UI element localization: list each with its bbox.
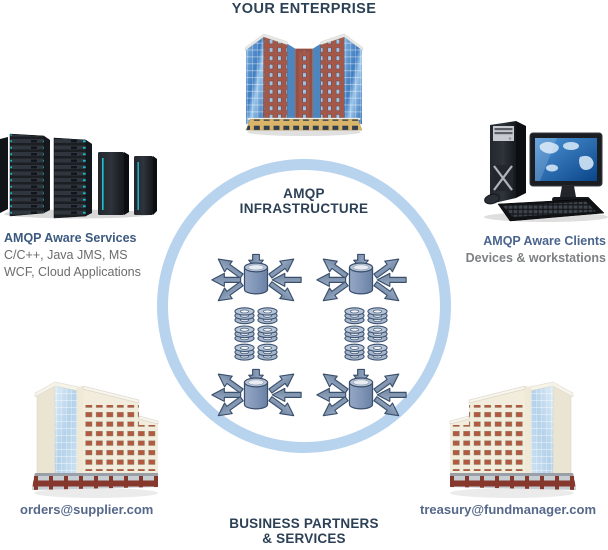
message-broker-icon bbox=[313, 252, 409, 302]
clients-heading: AMQP Aware Clients bbox=[483, 234, 606, 248]
caption-line1: BUSINESS PARTNERS bbox=[229, 516, 379, 531]
message-broker-icon bbox=[208, 367, 304, 417]
services-detail-1: C/C++, Java JMS, MS bbox=[4, 248, 128, 262]
services-label-block: AMQP Aware Services C/C++, Java JMS, MS … bbox=[4, 230, 141, 280]
server-racks-illustration bbox=[0, 125, 158, 220]
enterprise-title: YOUR ENTERPRISE bbox=[231, 1, 377, 17]
supplier-building-illustration bbox=[20, 372, 162, 500]
message-broker-icon bbox=[313, 367, 409, 417]
message-broker-icon bbox=[208, 252, 304, 302]
clients-label-block: AMQP Aware Clients Devices & workstation… bbox=[466, 233, 606, 267]
infrastructure-title-line2: INFRASTRUCTURE bbox=[239, 201, 369, 216]
message-queue-stack-icon bbox=[233, 306, 279, 360]
services-heading: AMQP Aware Services bbox=[4, 231, 137, 245]
caption-line2: & SERVICES bbox=[262, 531, 346, 546]
infrastructure-title-line1: AMQP bbox=[283, 186, 325, 201]
workstation-illustration bbox=[468, 113, 608, 226]
fundmanager-building-illustration bbox=[446, 372, 588, 500]
message-queue-stack-icon bbox=[343, 306, 389, 360]
business-partners-caption: BUSINESS PARTNERS & SERVICES bbox=[0, 516, 608, 546]
fundmanager-email-label: treasury@fundmanager.com bbox=[420, 502, 596, 517]
amqp-infrastructure-ring bbox=[157, 159, 451, 453]
services-detail-2: WCF, Cloud Applications bbox=[4, 264, 141, 279]
infrastructure-title: AMQP INFRASTRUCTURE bbox=[157, 186, 451, 216]
enterprise-building-illustration bbox=[242, 29, 366, 137]
clients-subheading: Devices & workstations bbox=[465, 251, 606, 265]
supplier-email-label: orders@supplier.com bbox=[20, 502, 154, 517]
